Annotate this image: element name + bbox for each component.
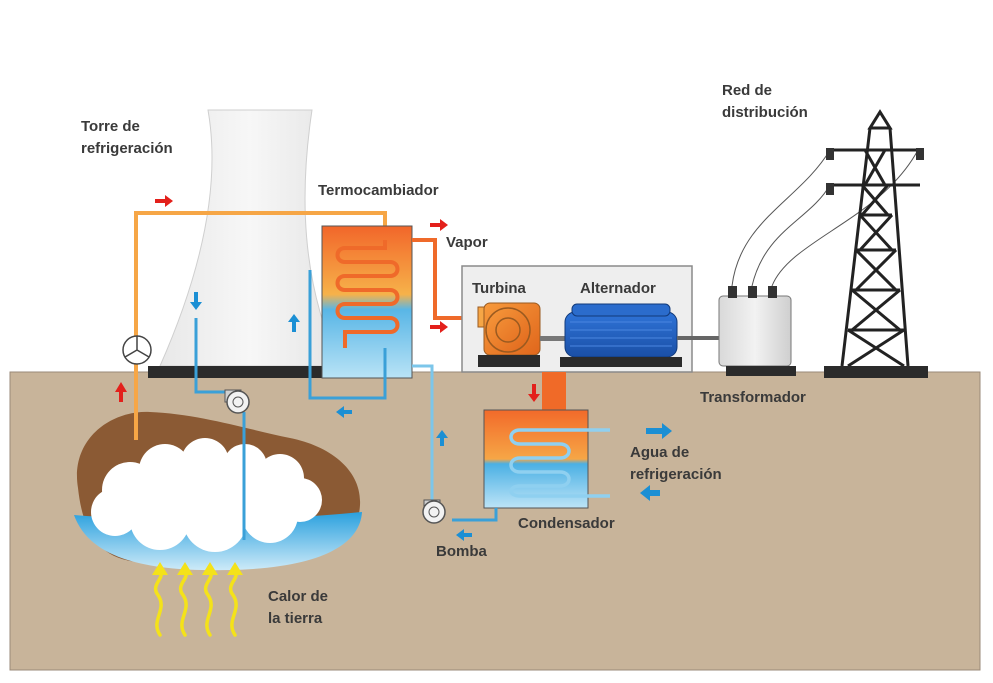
water-vapor-label: Vapor de agua <box>102 500 211 517</box>
steam-label: Vapor <box>446 234 488 251</box>
cooling-water-label: Agua de refrigeración <box>630 444 722 483</box>
transformer-label: Transformador <box>700 389 806 406</box>
transmission-wires <box>731 149 919 287</box>
steam-pipe <box>412 238 480 320</box>
condenser <box>483 409 589 509</box>
cold-flow-arrows <box>190 292 672 541</box>
alternator-label: Alternador <box>580 280 656 297</box>
pylon-insulators <box>826 148 924 195</box>
heat-exchanger-label: Termocambiador <box>318 182 439 199</box>
heat-exchanger-coil <box>335 240 400 348</box>
steam-cloud <box>91 438 322 552</box>
heat-exchanger-return-pipe <box>308 270 387 400</box>
turbine-shaft <box>540 336 565 341</box>
cooling-tower-label: Torre de refrigeración <box>81 118 173 157</box>
hot-flow-arrows <box>115 195 540 402</box>
earth-heat-waves <box>153 570 238 637</box>
reinjection-pipe <box>194 318 225 394</box>
condenser-inlet <box>542 372 566 412</box>
pylon-base <box>824 366 928 378</box>
feed-pump-icon <box>422 499 446 524</box>
turbine <box>477 302 541 367</box>
cooling-tower <box>159 109 341 367</box>
reinjection-pump-icon <box>224 389 250 414</box>
turbine-label: Turbina <box>472 280 527 297</box>
feed-pipe <box>412 364 434 500</box>
alternator <box>560 303 682 367</box>
earth-heat-arrowheads <box>152 562 243 575</box>
power-cable <box>677 336 719 340</box>
earth-heat-label: Calor de la tierra <box>268 588 332 627</box>
valve-icon <box>122 335 152 365</box>
transformer <box>718 286 796 376</box>
condenser-coil <box>509 428 610 498</box>
pump-label: Bomba <box>436 543 487 560</box>
grid-label: Red de distribución <box>722 82 808 121</box>
electricity-pylon-icon <box>830 109 920 368</box>
condenser-label: Condensador <box>518 515 615 532</box>
condensate-pipe <box>452 508 498 522</box>
